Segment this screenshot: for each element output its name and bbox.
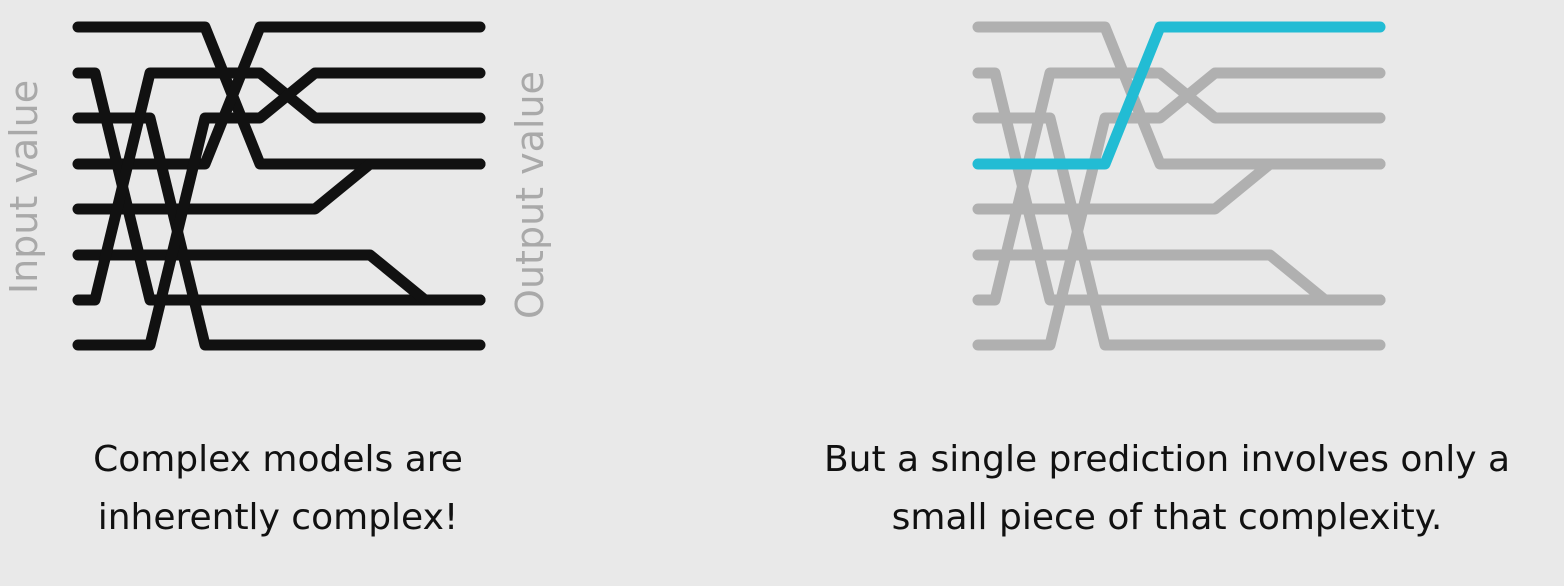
- left-caption: Complex models are inherently complex!: [93, 431, 463, 547]
- model-path-7: [72, 67, 486, 306]
- model-path-8: [72, 67, 486, 351]
- model-path-6: [72, 249, 486, 306]
- left-caption-line-2: inherently complex!: [97, 497, 459, 538]
- left-caption-line-1: Complex models are: [93, 439, 463, 480]
- input-axis-label: Input value: [2, 79, 46, 295]
- right-caption-line-2: small piece of that complexity.: [891, 497, 1443, 538]
- right-caption-line-1: But a single prediction involves only a: [823, 439, 1511, 480]
- model-path-5: [72, 158, 486, 215]
- complex-model-diagram: [72, 21, 486, 351]
- model-path-5: [972, 158, 1386, 215]
- output-axis-label: Output value: [508, 71, 552, 319]
- single-prediction-diagram: [972, 21, 1386, 351]
- model-path-8: [972, 67, 1386, 351]
- model-path-6: [972, 249, 1386, 306]
- model-path-4: [72, 21, 486, 170]
- right-caption: But a single prediction involves only a …: [824, 431, 1510, 547]
- highlighted-prediction-path: [972, 21, 1386, 170]
- model-path-7: [972, 67, 1386, 306]
